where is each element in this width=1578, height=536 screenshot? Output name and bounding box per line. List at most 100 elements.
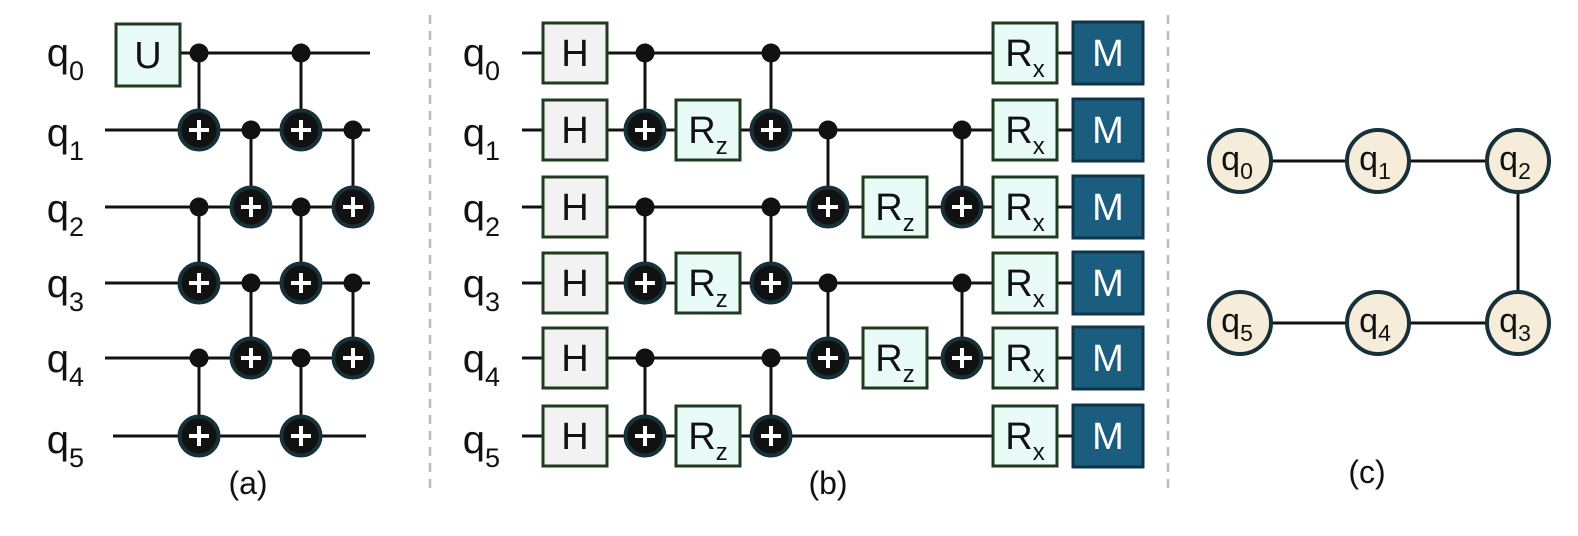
panel-b-rx-label-q4: Rx <box>1005 338 1044 388</box>
cnot-control-dot <box>761 348 781 368</box>
cnot-target <box>279 108 323 152</box>
panel-a-label-q2: q2 <box>47 187 84 242</box>
panel-b-h-gate-q3-box <box>541 251 609 315</box>
panel-b-rz-gate-q1: Rz <box>674 98 742 162</box>
panel-b-measure-q2-box <box>1071 174 1145 240</box>
panel-a-cnot-9 <box>331 273 375 380</box>
panel-b-h-gate-q0: H <box>541 21 609 85</box>
graph-node-circle <box>1345 128 1411 194</box>
panel-b-h-gate-q2: H <box>541 175 609 239</box>
panel-c-coupling-graph: q0 q1 q2 q3 q4 q5 <box>1207 128 1551 356</box>
panel-b-rz-label-q3: Rz <box>688 263 727 313</box>
panel-b-rx-gate-q2-box <box>991 175 1059 239</box>
graph-node-circle <box>1485 128 1551 194</box>
panel-b-measure-label-q0: M <box>1092 33 1124 75</box>
panel-b-h-label-q3: H <box>561 263 588 305</box>
panel-b-rz2-gate-q4: Rz <box>861 326 929 390</box>
panel-b-rz-gate-q3: Rz <box>674 251 742 315</box>
panel-b-measure-q5: M <box>1071 403 1145 469</box>
cnot-control-dot <box>343 273 363 293</box>
panel-b-measure-q4-box <box>1071 325 1145 391</box>
graph-node-q2: q2 <box>1485 128 1551 194</box>
panel-b-h-gate-q3: H <box>541 251 609 315</box>
cnot-control-dot <box>241 273 261 293</box>
cnot-target <box>279 414 323 458</box>
cnot-control-dot <box>818 120 838 140</box>
panel-b-h-gate-q1: H <box>541 98 609 162</box>
cnot-target <box>331 185 375 229</box>
graph-node-label: q3 <box>1499 302 1531 346</box>
panel-b-rx-gate-q0: Rx <box>991 21 1059 85</box>
panel-b-h-gate-q1-box <box>541 98 609 162</box>
panel-b-cnot-l3-0 <box>806 120 850 229</box>
panel-a-cnot-1 <box>177 197 221 305</box>
panel-a-label-q0: q0 <box>47 31 84 86</box>
panel-b-rz2-label-q4: Rz <box>875 338 914 388</box>
cnot-control-dot <box>291 43 311 63</box>
panel-b-cnot-l4-1 <box>940 273 984 380</box>
panel-b-cnot-l1-1 <box>623 197 667 305</box>
cnot-target <box>623 261 667 305</box>
panel-b-measure-q0-box <box>1071 20 1145 86</box>
cnot-control-dot <box>189 197 209 217</box>
panel-b-label-q2: q2 <box>463 187 500 242</box>
panel-b-rx-gate-q5-box <box>991 404 1059 468</box>
graph-node-circle <box>1207 128 1273 194</box>
panel-b-measure-q5-box <box>1071 403 1145 469</box>
panel-a-u-gate-box <box>114 22 182 88</box>
panel-b-h-gate-q5: H <box>541 404 609 468</box>
panel-b-cnot-l2-2 <box>749 348 793 458</box>
panel-b-rz-gate-q5-box <box>674 404 742 468</box>
panel-b-rz2-gate-q2-box <box>861 175 929 239</box>
cnot-target <box>229 336 273 380</box>
panel-b-measure-label-q4: M <box>1092 338 1124 380</box>
panel-b-rx-label-q1: Rx <box>1005 110 1044 160</box>
cnot-target <box>177 414 221 458</box>
panel-b-h-gate-q4: H <box>541 326 609 390</box>
panel-b-rz-gate-q3-box <box>674 251 742 315</box>
panel-b-rx-label-q0: Rx <box>1005 33 1044 83</box>
panel-b-measure-q0: M <box>1071 20 1145 86</box>
cnot-target <box>177 108 221 152</box>
graph-node-q5: q5 <box>1207 290 1273 356</box>
cnot-target <box>749 261 793 305</box>
panel-b-rz2-gate-q2: Rz <box>861 175 929 239</box>
panel-a-label-q4: q4 <box>47 337 84 392</box>
graph-node-q0: q0 <box>1207 128 1273 194</box>
panel-b-rx-gate-q1-box <box>991 98 1059 162</box>
panel-b-label-q1: q1 <box>463 111 500 166</box>
panel-b-h-gate-q5-box <box>541 404 609 468</box>
graph-node-label: q4 <box>1359 302 1391 346</box>
panel-b-measure-label-q3: M <box>1092 263 1124 305</box>
panel-b-rz2-label-q2: Rz <box>875 187 914 237</box>
panel-b-rx-gate-q2: Rx <box>991 175 1059 239</box>
cnot-target <box>331 336 375 380</box>
graph-node-q1: q1 <box>1345 128 1411 194</box>
panel-a-cnot-3 <box>229 120 273 229</box>
panel-a-label-q5: q5 <box>47 418 84 473</box>
panel-b-measure-label-q5: M <box>1092 416 1124 458</box>
cnot-target <box>940 336 984 380</box>
graph-node-q3: q3 <box>1485 290 1551 356</box>
graph-node-label: q1 <box>1359 140 1391 184</box>
panel-b-rx-label-q3: Rx <box>1005 263 1044 313</box>
panel-a-caption: (a) <box>228 465 267 501</box>
graph-node-circle <box>1485 290 1551 356</box>
panel-b-cnot-l3-1 <box>806 273 850 380</box>
panel-b-rz-label-q1: Rz <box>688 110 727 160</box>
panel-b-h-label-q2: H <box>561 187 588 229</box>
panel-b-label-q4: q4 <box>463 337 500 392</box>
panel-b-h-label-q0: H <box>561 33 588 75</box>
graph-node-label: q5 <box>1221 302 1253 346</box>
cnot-control-dot <box>952 273 972 293</box>
panel-b-cnot-l1-0 <box>623 43 667 152</box>
panel-b-cnot-l2-1 <box>749 197 793 305</box>
panel-b-rx-gate-q4-box <box>991 326 1059 390</box>
panel-b-measure-q2: M <box>1071 174 1145 240</box>
panel-b-measure-label-q2: M <box>1092 187 1124 229</box>
cnot-control-dot <box>761 197 781 217</box>
cnot-target <box>806 185 850 229</box>
